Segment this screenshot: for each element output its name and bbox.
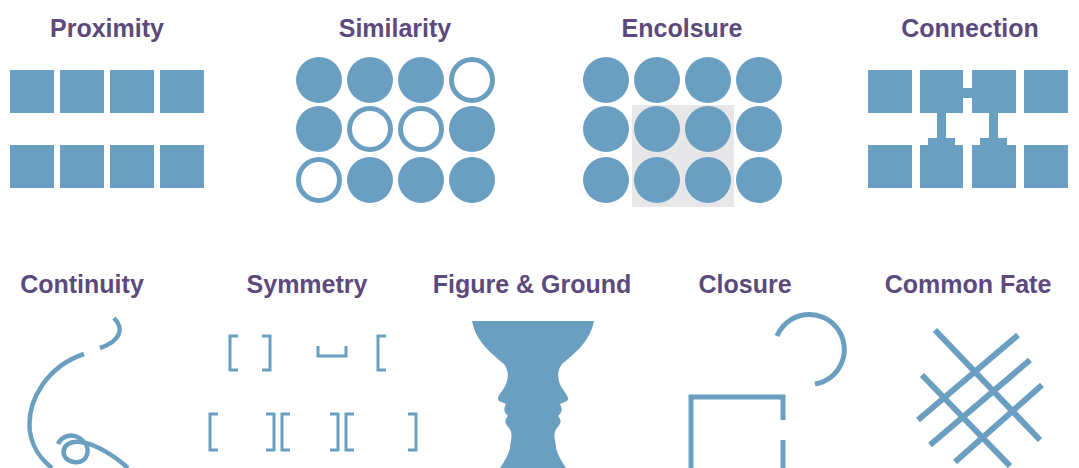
connection-squares-part bbox=[920, 70, 963, 113]
common-fate-lines-part bbox=[935, 330, 1040, 440]
enclosure-group-part bbox=[583, 57, 782, 203]
connection-squares-part bbox=[962, 88, 973, 98]
enclosure-group-part-part bbox=[634, 57, 680, 103]
connection-squares-part bbox=[972, 145, 1016, 188]
principle-heading: Continuity bbox=[20, 269, 144, 299]
proximity-squares-part bbox=[60, 145, 104, 188]
common-fate-lines-part bbox=[922, 375, 1010, 466]
enclosure-group-part-part bbox=[685, 57, 731, 103]
principle-heading: Proximity bbox=[50, 13, 164, 43]
proximity-squares-part bbox=[10, 145, 54, 188]
connection-squares-part bbox=[928, 138, 955, 146]
enclosure-group-part-part bbox=[583, 57, 629, 103]
similarity-circles-part-part bbox=[449, 157, 495, 203]
symmetry-brackets-part bbox=[318, 346, 346, 356]
symmetry-brackets-part bbox=[262, 336, 270, 370]
proximity-squares-part bbox=[110, 70, 154, 113]
symmetry-brackets-part bbox=[330, 414, 338, 450]
enclosure-group-part-part bbox=[736, 106, 782, 152]
enclosure-group-part-part bbox=[736, 157, 782, 203]
principle-heading: Similarity bbox=[339, 13, 452, 43]
principle-heading: Symmetry bbox=[247, 269, 368, 299]
similarity-circles-part bbox=[299, 60, 493, 201]
enclosure-group-part-part bbox=[583, 106, 629, 152]
enclosure-group-part-part bbox=[685, 106, 731, 152]
proximity-squares-part bbox=[160, 70, 204, 113]
similarity-circles bbox=[296, 57, 495, 203]
similarity-circles-part-part bbox=[299, 160, 340, 201]
continuity-curve-part bbox=[58, 436, 128, 468]
proximity-squares bbox=[10, 70, 204, 188]
symmetry-brackets-part bbox=[346, 414, 354, 450]
symmetry-brackets bbox=[210, 336, 416, 450]
similarity-circles-part bbox=[296, 57, 495, 203]
enclosure-group-part-part bbox=[685, 157, 731, 203]
principle-heading: Common Fate bbox=[885, 269, 1052, 299]
vase-faces-silhouette bbox=[472, 321, 594, 468]
connection-squares-part bbox=[920, 145, 963, 188]
connection-squares-part bbox=[868, 70, 912, 113]
symmetry-brackets-part bbox=[378, 336, 386, 370]
continuity-curve bbox=[30, 318, 128, 468]
common-fate-lines bbox=[918, 330, 1042, 466]
closure-shapes-part bbox=[691, 397, 783, 468]
connection-squares-part bbox=[972, 70, 1016, 113]
symmetry-brackets-part bbox=[266, 414, 274, 450]
similarity-circles-part-part bbox=[449, 106, 495, 152]
proximity-squares-part bbox=[160, 145, 204, 188]
principle-heading: Encolsure bbox=[622, 13, 743, 43]
principle-heading: Figure & Ground bbox=[433, 269, 632, 299]
enclosure-group-part-part bbox=[634, 157, 680, 203]
symmetry-brackets-part bbox=[282, 414, 290, 450]
closure-shapes bbox=[691, 314, 844, 468]
proximity-squares-part bbox=[110, 145, 154, 188]
enclosure-group-part bbox=[632, 105, 734, 207]
similarity-circles-part-part bbox=[350, 109, 391, 150]
similarity-circles-part-part bbox=[398, 57, 444, 103]
enclosure-group-part-part bbox=[634, 106, 680, 152]
connection-squares bbox=[868, 70, 1068, 188]
proximity-squares-part bbox=[60, 70, 104, 113]
similarity-circles-part-part bbox=[296, 106, 342, 152]
symmetry-brackets-part bbox=[230, 336, 238, 370]
enclosure-group-part-part bbox=[736, 57, 782, 103]
connection-squares-part bbox=[868, 145, 912, 188]
enclosure-group bbox=[583, 57, 782, 207]
common-fate-lines-part bbox=[918, 335, 1018, 420]
similarity-circles-part-part bbox=[401, 109, 442, 150]
continuity-curve-part bbox=[100, 318, 120, 348]
continuity-curve-part bbox=[30, 354, 84, 468]
proximity-squares-part bbox=[10, 70, 54, 113]
symmetry-brackets-part bbox=[408, 414, 416, 450]
similarity-circles-part-part bbox=[296, 57, 342, 103]
similarity-circles-part-part bbox=[398, 157, 444, 203]
connection-squares-part bbox=[1024, 145, 1068, 188]
similarity-circles-part-part bbox=[347, 57, 393, 103]
symmetry-brackets-part bbox=[210, 414, 218, 450]
connection-squares-part bbox=[980, 138, 1007, 146]
principle-heading: Closure bbox=[698, 269, 791, 299]
closure-shapes-part bbox=[777, 314, 844, 384]
similarity-circles-part-part bbox=[347, 157, 393, 203]
closure-shapes-part bbox=[781, 440, 786, 468]
principle-heading: Connection bbox=[901, 13, 1039, 43]
similarity-circles-part-part bbox=[452, 60, 493, 101]
enclosure-group-part-part bbox=[583, 157, 629, 203]
connection-squares-part bbox=[1024, 70, 1068, 113]
